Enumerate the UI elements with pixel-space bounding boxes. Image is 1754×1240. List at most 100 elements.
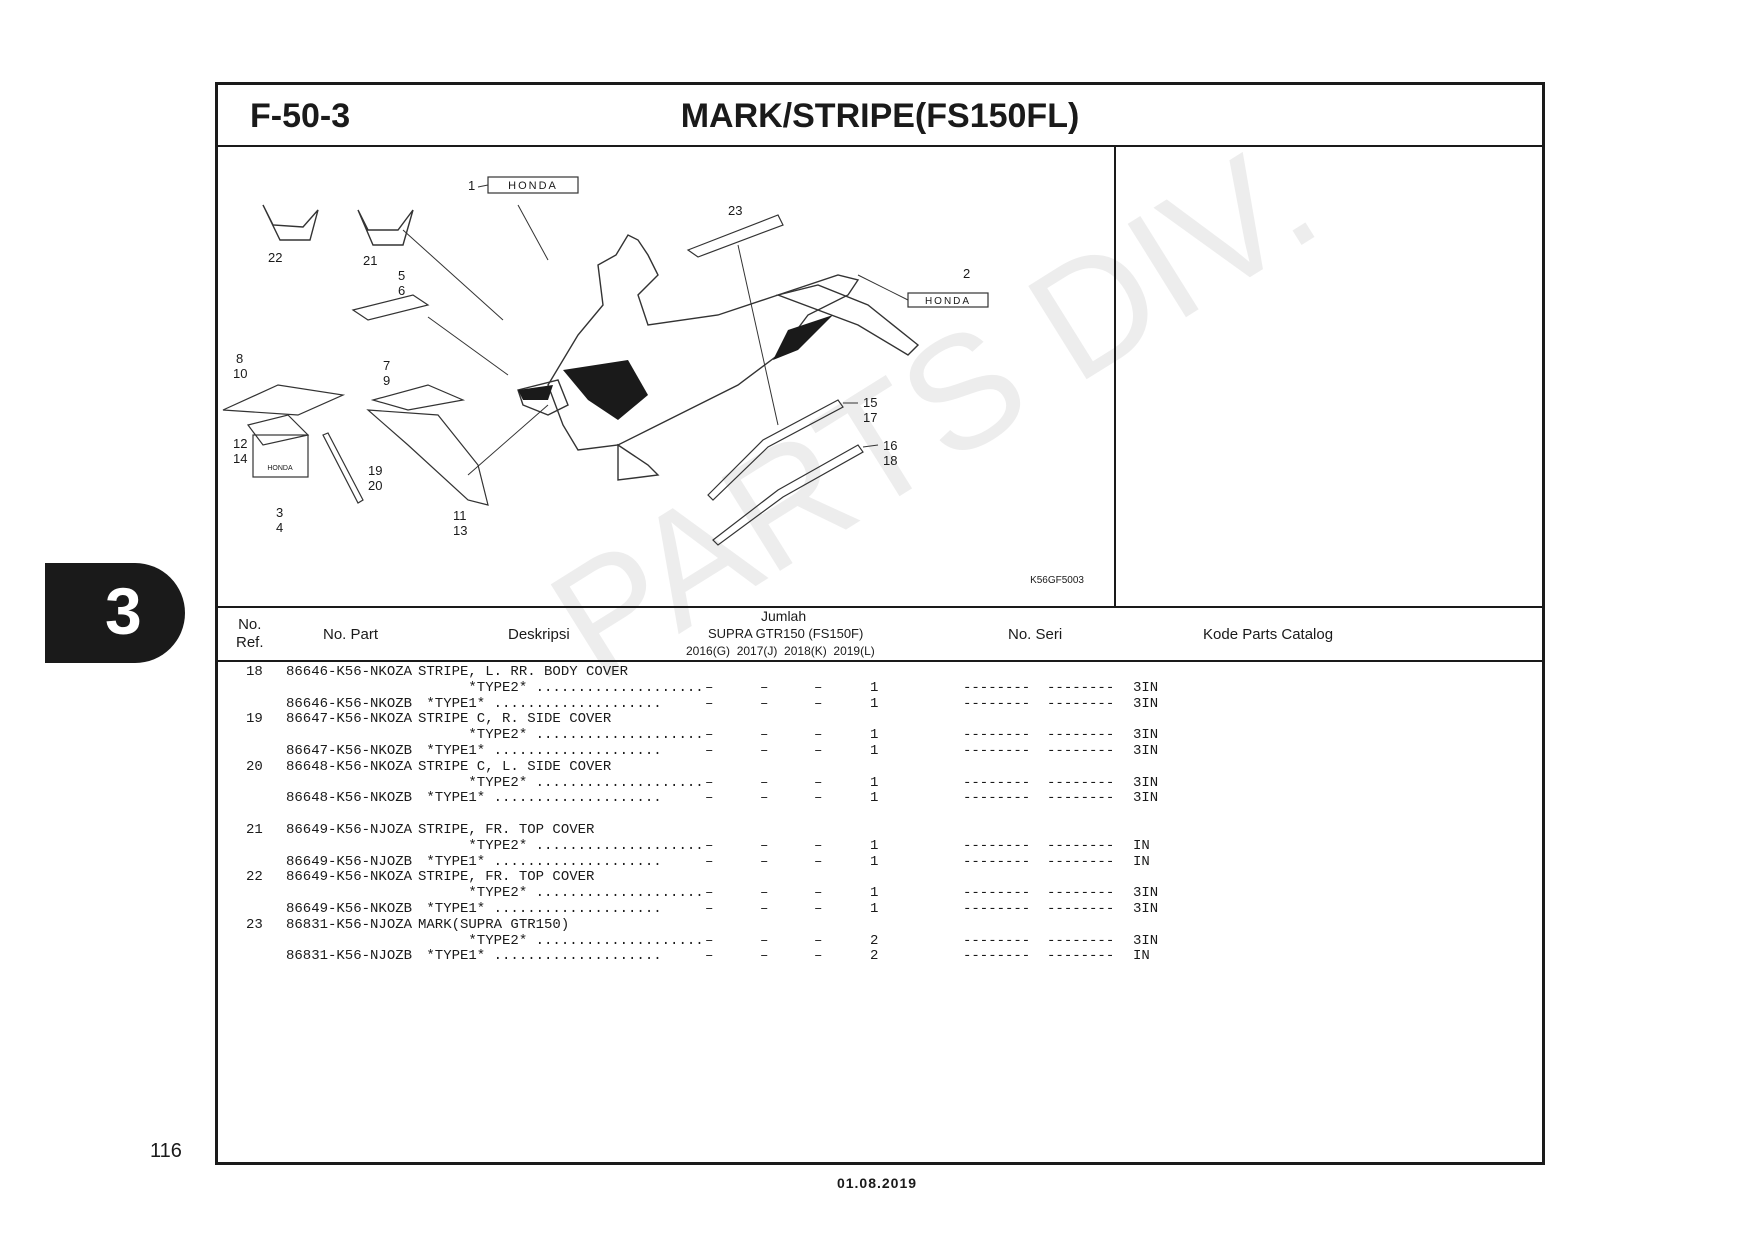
cell-q4: 1 <box>870 853 879 870</box>
cell-q4: 1 <box>870 774 879 791</box>
cell-seri: -------- -------- <box>963 743 1115 759</box>
col-ref-line1: No. <box>238 616 262 633</box>
stripe-16-18-icon <box>712 444 864 546</box>
cell-seri: -------- -------- <box>963 853 1115 870</box>
publication-date: 01.08.2019 <box>836 1175 918 1191</box>
stripe-15-17-icon <box>707 399 844 501</box>
cell-q1: – <box>705 837 714 854</box>
cell-q3: – <box>814 837 823 854</box>
cell-q4: 1 <box>870 727 879 744</box>
svg-text:15: 15 <box>863 395 877 410</box>
honda-mark-2-text: HONDA <box>925 296 971 307</box>
cell-kode: IN <box>1133 837 1150 854</box>
cell-seri: -------- -------- <box>963 679 1115 696</box>
cell-part: 86649-K56-NKOZA <box>286 869 413 886</box>
cell-seri: -------- -------- <box>963 790 1115 807</box>
cell-q3: – <box>814 948 823 965</box>
cell-q2: – <box>760 695 769 712</box>
mark-23-icon <box>686 214 784 258</box>
cell-q4: 1 <box>870 679 879 696</box>
cell-q1: – <box>705 853 714 870</box>
table-row: *TYPE2* ....................–––1--------… <box>218 727 1542 743</box>
cell-part: 86649-K56-NKOZB <box>286 901 413 917</box>
svg-text:21: 21 <box>363 253 377 268</box>
cell-part: 86647-K56-NKOZB <box>286 743 413 759</box>
col-seri: No. Seri <box>1008 626 1063 643</box>
cell-q1: – <box>705 932 714 949</box>
stripe-8-10-icon <box>222 384 346 416</box>
figure-code: F-50-3 <box>250 97 351 135</box>
cell-q1: – <box>705 948 714 965</box>
svg-text:18: 18 <box>883 453 897 468</box>
cell-kode: 3IN <box>1133 743 1159 759</box>
col-ref-line2: Ref. <box>236 634 264 651</box>
cell-kode: 3IN <box>1133 774 1159 791</box>
leader-lines <box>402 184 909 476</box>
fr-top-cover-22-icon <box>262 204 319 241</box>
cell-seri: -------- -------- <box>963 774 1115 791</box>
cell-desc: *TYPE2* .................... <box>418 885 704 902</box>
cell-seri: -------- -------- <box>963 885 1115 902</box>
cell-q4: 1 <box>870 837 879 854</box>
svg-text:22: 22 <box>268 250 282 265</box>
cell-kode: 3IN <box>1133 932 1159 949</box>
cell-q1: – <box>705 743 714 759</box>
cell-q2: – <box>760 837 769 854</box>
cell-seri: -------- -------- <box>963 948 1115 965</box>
cell-desc: *TYPE2* .................... <box>418 837 704 854</box>
table-row: 86831-K56-NJOZB *TYPE1* ................… <box>218 948 1542 964</box>
cell-ref: 21 <box>246 822 263 838</box>
cell-part: 86831-K56-NJOZA <box>286 916 413 933</box>
cell-q1: – <box>705 679 714 696</box>
svg-text:20: 20 <box>368 478 382 493</box>
fr-top-cover-21-icon <box>357 209 414 246</box>
svg-text:19: 19 <box>368 463 382 478</box>
svg-text:10: 10 <box>233 366 247 381</box>
cell-q1: – <box>705 901 714 917</box>
cell-q1: – <box>705 885 714 902</box>
cell-desc: STRIPE, FR. TOP COVER <box>418 869 595 886</box>
cell-q3: – <box>814 743 823 759</box>
cell-kode: IN <box>1133 853 1150 870</box>
cell-q2: – <box>760 885 769 902</box>
stripe-5-6-icon <box>351 294 430 321</box>
cell-q2: – <box>760 853 769 870</box>
cell-kode: 3IN <box>1133 695 1159 712</box>
cell-q3: – <box>814 885 823 902</box>
svg-text:6: 6 <box>398 283 405 298</box>
cell-q2: – <box>760 774 769 791</box>
cell-desc: STRIPE C, L. SIDE COVER <box>418 758 612 775</box>
cell-q3: – <box>814 679 823 696</box>
cell-part: 86831-K56-NJOZB <box>286 948 413 965</box>
cell-desc: STRIPE C, R. SIDE COVER <box>418 711 612 728</box>
section-number: 3 <box>105 574 142 648</box>
table-row: 86646-K56-NKOZB *TYPE1* ................… <box>218 696 1542 712</box>
cell-kode: 3IN <box>1133 790 1159 807</box>
cell-desc: *TYPE1* .................... <box>418 743 662 759</box>
cell-kode: 3IN <box>1133 885 1159 902</box>
bike-outline-icon <box>517 234 920 481</box>
table-row <box>218 806 1542 822</box>
cell-desc: *TYPE1* .................... <box>418 790 662 807</box>
stripe-12-14-icon <box>246 414 310 446</box>
cell-seri: -------- -------- <box>963 932 1115 949</box>
body-stripe-left-icon <box>563 360 648 420</box>
catalog-frame: F-50-3 MARK/STRIPE(FS150FL) HONDA HONDA <box>215 82 1545 1165</box>
wing-emblem-text: HONDA <box>267 465 293 472</box>
col-ref: No. Ref. <box>236 616 264 652</box>
section-tab: 3 <box>45 563 185 663</box>
cell-kode: IN <box>1133 948 1150 965</box>
table-row: 86647-K56-NKOZB *TYPE1* ................… <box>218 743 1542 759</box>
callout-labels: 1 2 3 4 5 6 7 8 9 10 11 12 13 14 15 16 1… <box>233 178 970 538</box>
col-desc: Deskripsi <box>508 626 570 643</box>
cell-q4: 1 <box>870 743 879 759</box>
cell-q3: – <box>814 695 823 712</box>
svg-text:12: 12 <box>233 436 247 451</box>
cell-part: 86646-K56-NKOZA <box>286 664 413 680</box>
diagram-drawing: HONDA HONDA HONDA <box>222 176 989 546</box>
wing-emblem-3-4-icon <box>252 434 309 478</box>
